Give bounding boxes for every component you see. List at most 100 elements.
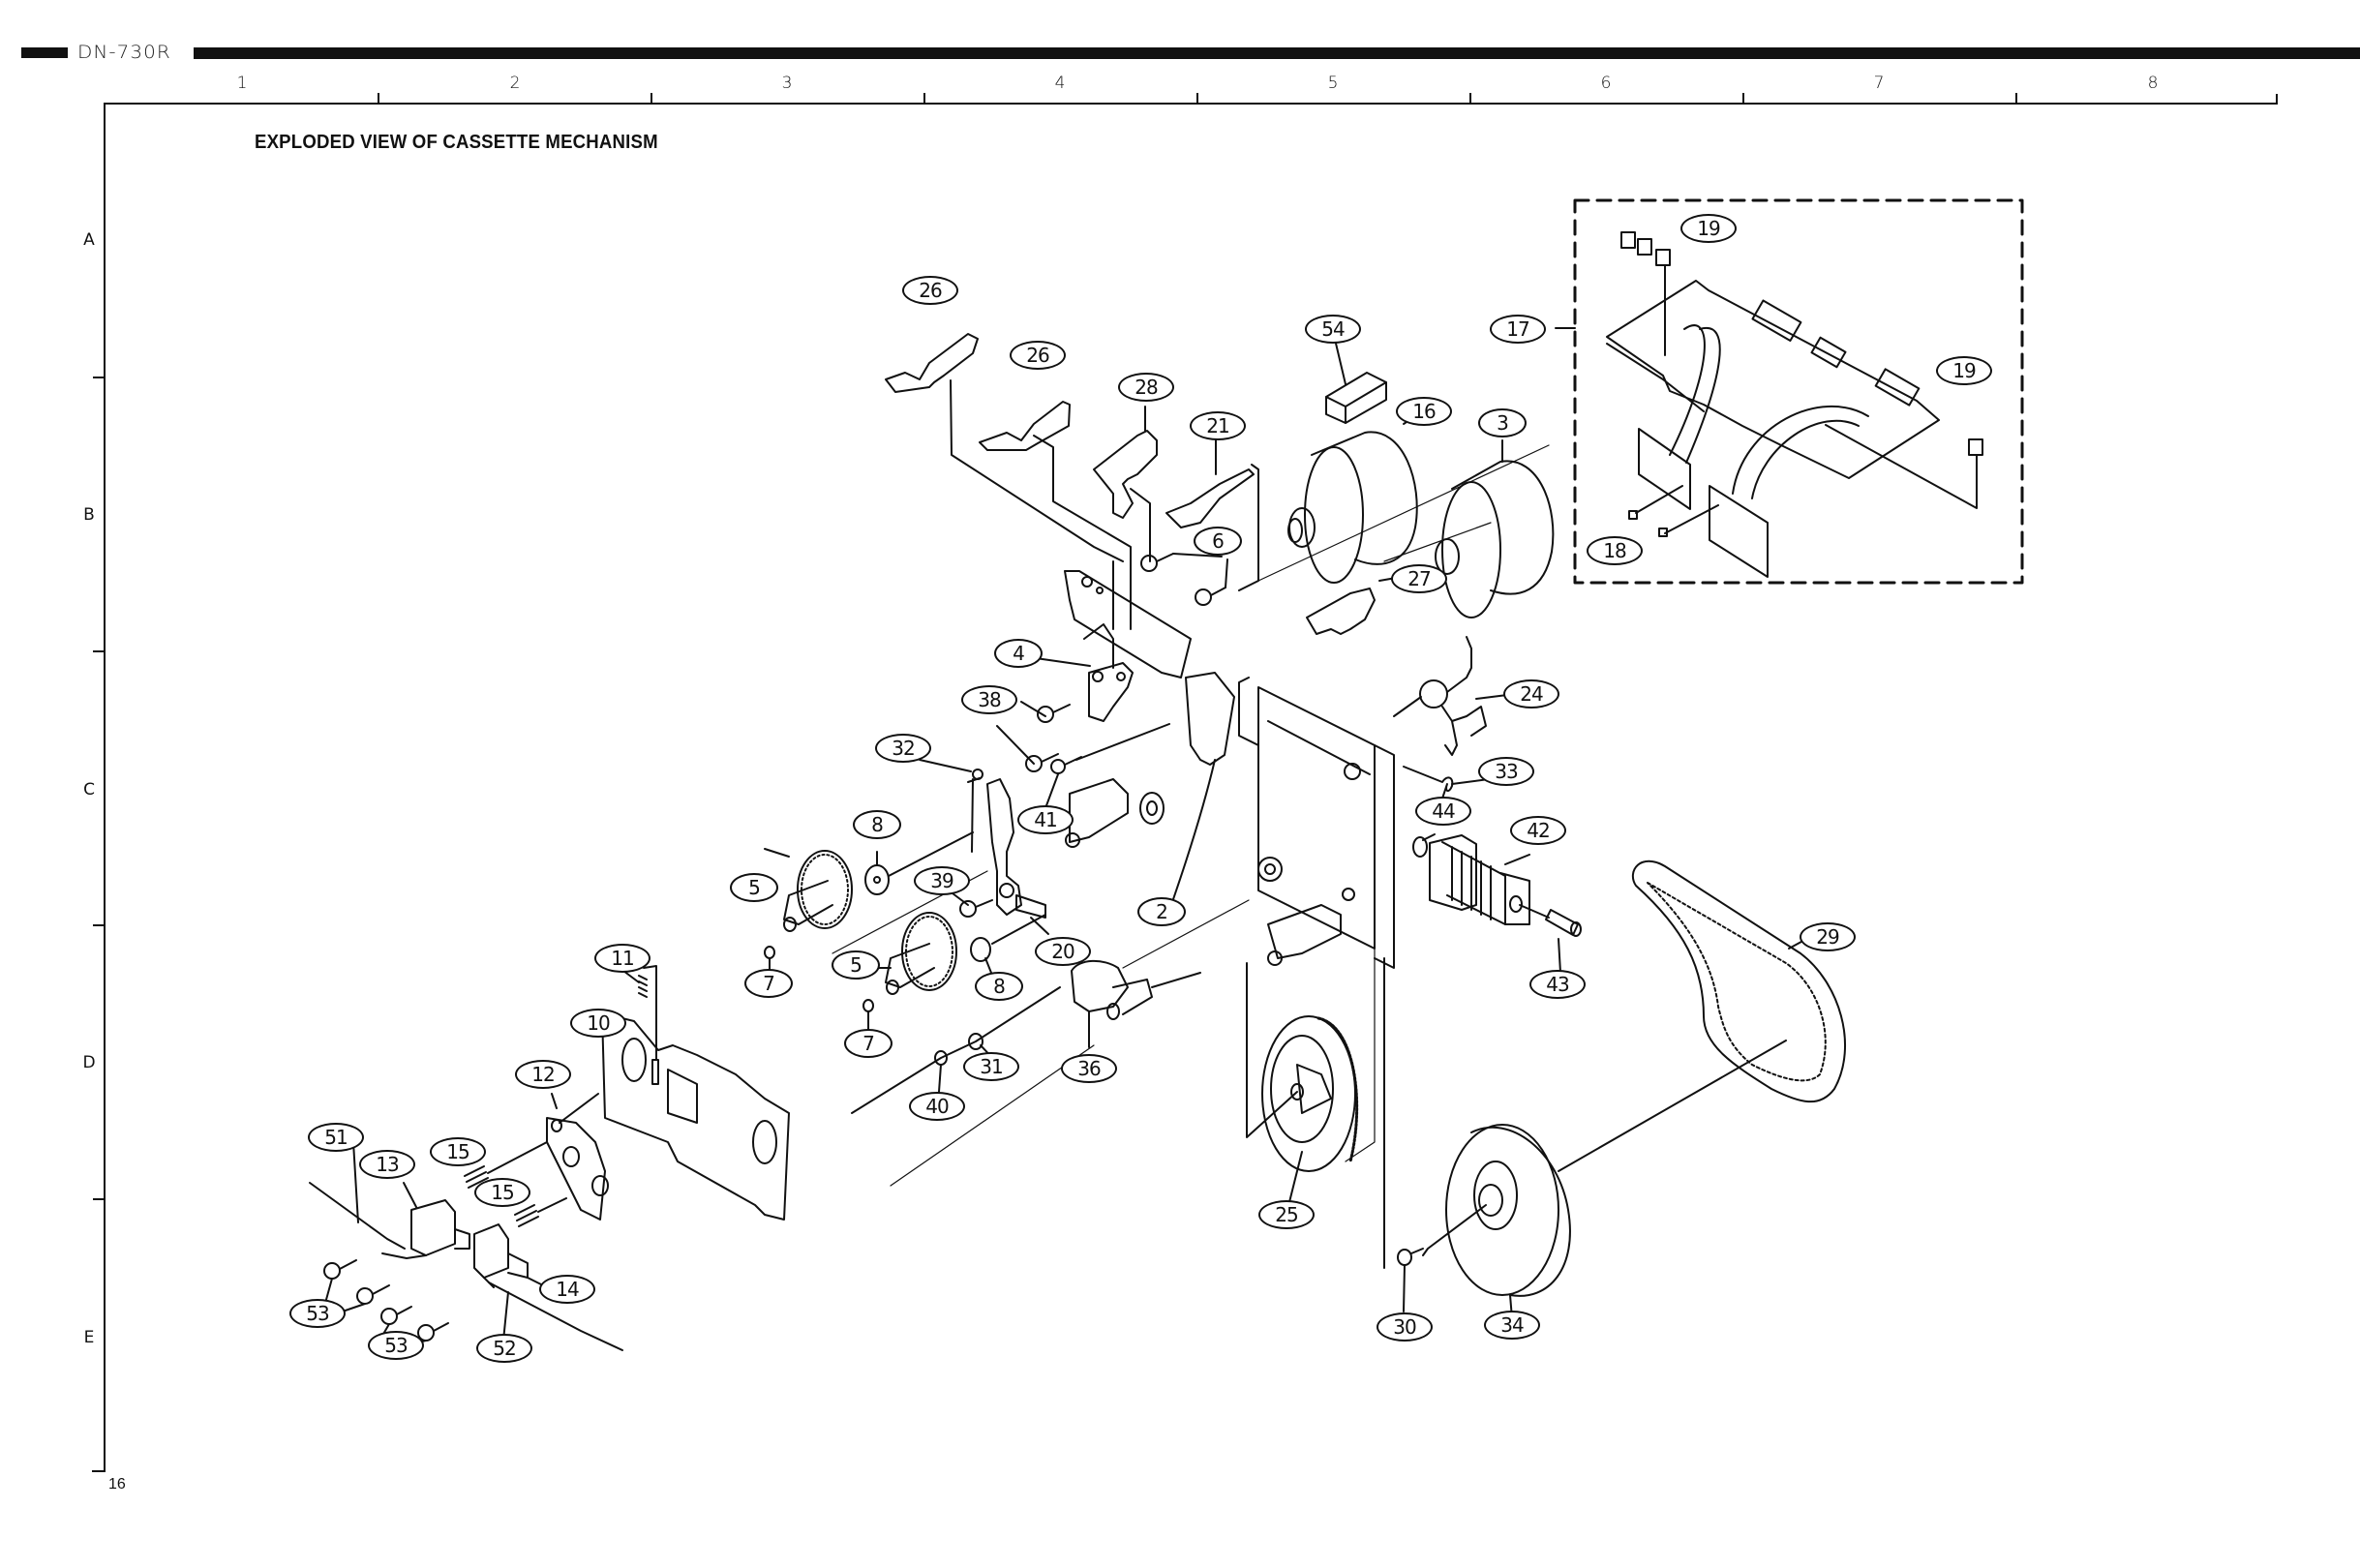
grid-row-label: E	[83, 1328, 95, 1347]
grid-column-tick	[923, 93, 925, 104]
frame-bottom-tick	[92, 1470, 106, 1472]
flywheel-34	[1422, 1040, 1787, 1319]
callout-5b: 5	[832, 950, 880, 980]
screw-39	[948, 890, 993, 918]
callout-53b: 53	[368, 1331, 424, 1360]
callout-39: 39	[914, 866, 970, 895]
callout-26a: 26	[902, 276, 958, 305]
grid-column-tick	[1469, 93, 1471, 104]
frame-right-tick	[2276, 94, 2278, 105]
callout-12: 12	[515, 1060, 571, 1089]
head-bracket-12	[546, 1093, 609, 1221]
callout-8b: 8	[975, 972, 1023, 1001]
part-24-lever	[1393, 636, 1508, 756]
callout-27: 27	[1391, 564, 1447, 593]
grid-row-tick	[93, 650, 105, 652]
callout-7b: 7	[844, 1029, 893, 1058]
callout-16: 16	[1396, 397, 1452, 426]
callout-41: 41	[1017, 805, 1074, 834]
callout-26b: 26	[1010, 341, 1066, 370]
motor-3	[1435, 439, 1555, 618]
grid-column-label: 1	[236, 74, 248, 93]
part-2-head-plate	[1170, 672, 1235, 906]
grid-row-label: D	[82, 1053, 96, 1072]
grid-row-label: A	[83, 230, 95, 250]
grid-column-label: 8	[2147, 74, 2159, 93]
spring-32	[919, 759, 983, 853]
belt-29	[1631, 859, 1846, 1103]
wire-51	[309, 1141, 406, 1250]
grid-row-tick	[93, 924, 105, 926]
model-name: DN-730R	[77, 42, 171, 63]
callout-20: 20	[1035, 937, 1091, 966]
grid-column-label: 7	[1873, 74, 1885, 93]
callout-29: 29	[1800, 922, 1856, 951]
chassis-main	[1238, 677, 1395, 969]
gear-25	[1246, 962, 1359, 1211]
solenoid-42	[1429, 834, 1530, 925]
part-26-lower	[979, 401, 1132, 630]
grid-column-tick	[651, 93, 652, 104]
callout-32: 32	[875, 734, 931, 763]
callout-7a: 7	[744, 969, 793, 998]
part-21	[1165, 422, 1259, 591]
callout-31: 31	[963, 1052, 1019, 1081]
reel-gear-5-upper	[764, 848, 853, 932]
grid-column-tick	[378, 93, 379, 104]
callout-52: 52	[476, 1334, 532, 1363]
page-title: EXPLODED VIEW OF CASSETTE MECHANISM	[255, 132, 658, 153]
callout-15a: 15	[430, 1137, 486, 1166]
callout-4: 4	[994, 639, 1043, 668]
grid-row-tick	[93, 377, 105, 378]
callout-40: 40	[909, 1092, 965, 1121]
callout-30: 30	[1377, 1312, 1433, 1342]
part-36-pinch-roller	[1071, 959, 1201, 1048]
callout-25: 25	[1258, 1200, 1315, 1229]
grid-column-label: 2	[509, 74, 521, 93]
callout-2: 2	[1137, 897, 1186, 926]
pinch-assembly-right	[1267, 904, 1342, 966]
callout-19a: 19	[1680, 214, 1737, 243]
header-bar-left	[21, 47, 68, 58]
pcb-assembly	[1555, 198, 2024, 585]
callout-19b: 19	[1936, 356, 1992, 385]
grid-column-tick	[1742, 93, 1744, 104]
callout-21: 21	[1190, 411, 1246, 440]
header-bar-right	[194, 47, 2360, 59]
part-4-bracket	[1035, 657, 1134, 722]
grid-column-tick	[2015, 93, 2017, 104]
callout-24: 24	[1503, 679, 1559, 709]
washers-8	[864, 831, 1046, 979]
reel-gear-5-lower	[873, 912, 957, 995]
callout-51: 51	[308, 1123, 364, 1152]
wire-52	[488, 1282, 623, 1351]
part-20-lever	[986, 778, 1049, 935]
callout-43: 43	[1529, 970, 1586, 999]
grid-column-label: 5	[1327, 74, 1339, 93]
grid-row-tick	[93, 1198, 105, 1200]
screws-6	[1140, 553, 1228, 606]
part-27	[1306, 577, 1397, 635]
head-13	[381, 1182, 470, 1259]
part-26-upper	[885, 333, 1124, 630]
callout-54: 54	[1305, 315, 1361, 344]
callout-15b: 15	[474, 1178, 530, 1207]
grid-column-label: 4	[1054, 74, 1066, 93]
callout-10: 10	[570, 1009, 626, 1038]
callout-6: 6	[1194, 527, 1242, 556]
page-number: 16	[108, 1476, 126, 1493]
grid-column-label: 3	[781, 74, 793, 93]
callout-5a: 5	[730, 873, 778, 902]
callout-42: 42	[1510, 816, 1566, 845]
callout-13: 13	[359, 1150, 415, 1179]
callout-53a: 53	[289, 1299, 346, 1328]
callout-8a: 8	[853, 810, 901, 839]
grid-row-label: C	[83, 780, 95, 799]
callout-18: 18	[1587, 536, 1643, 565]
callout-34: 34	[1484, 1311, 1540, 1340]
screws-38-41	[996, 701, 1170, 809]
callout-11: 11	[594, 944, 651, 973]
part-44	[1412, 833, 1436, 858]
callout-3: 3	[1478, 408, 1527, 437]
callout-17: 17	[1490, 315, 1546, 344]
